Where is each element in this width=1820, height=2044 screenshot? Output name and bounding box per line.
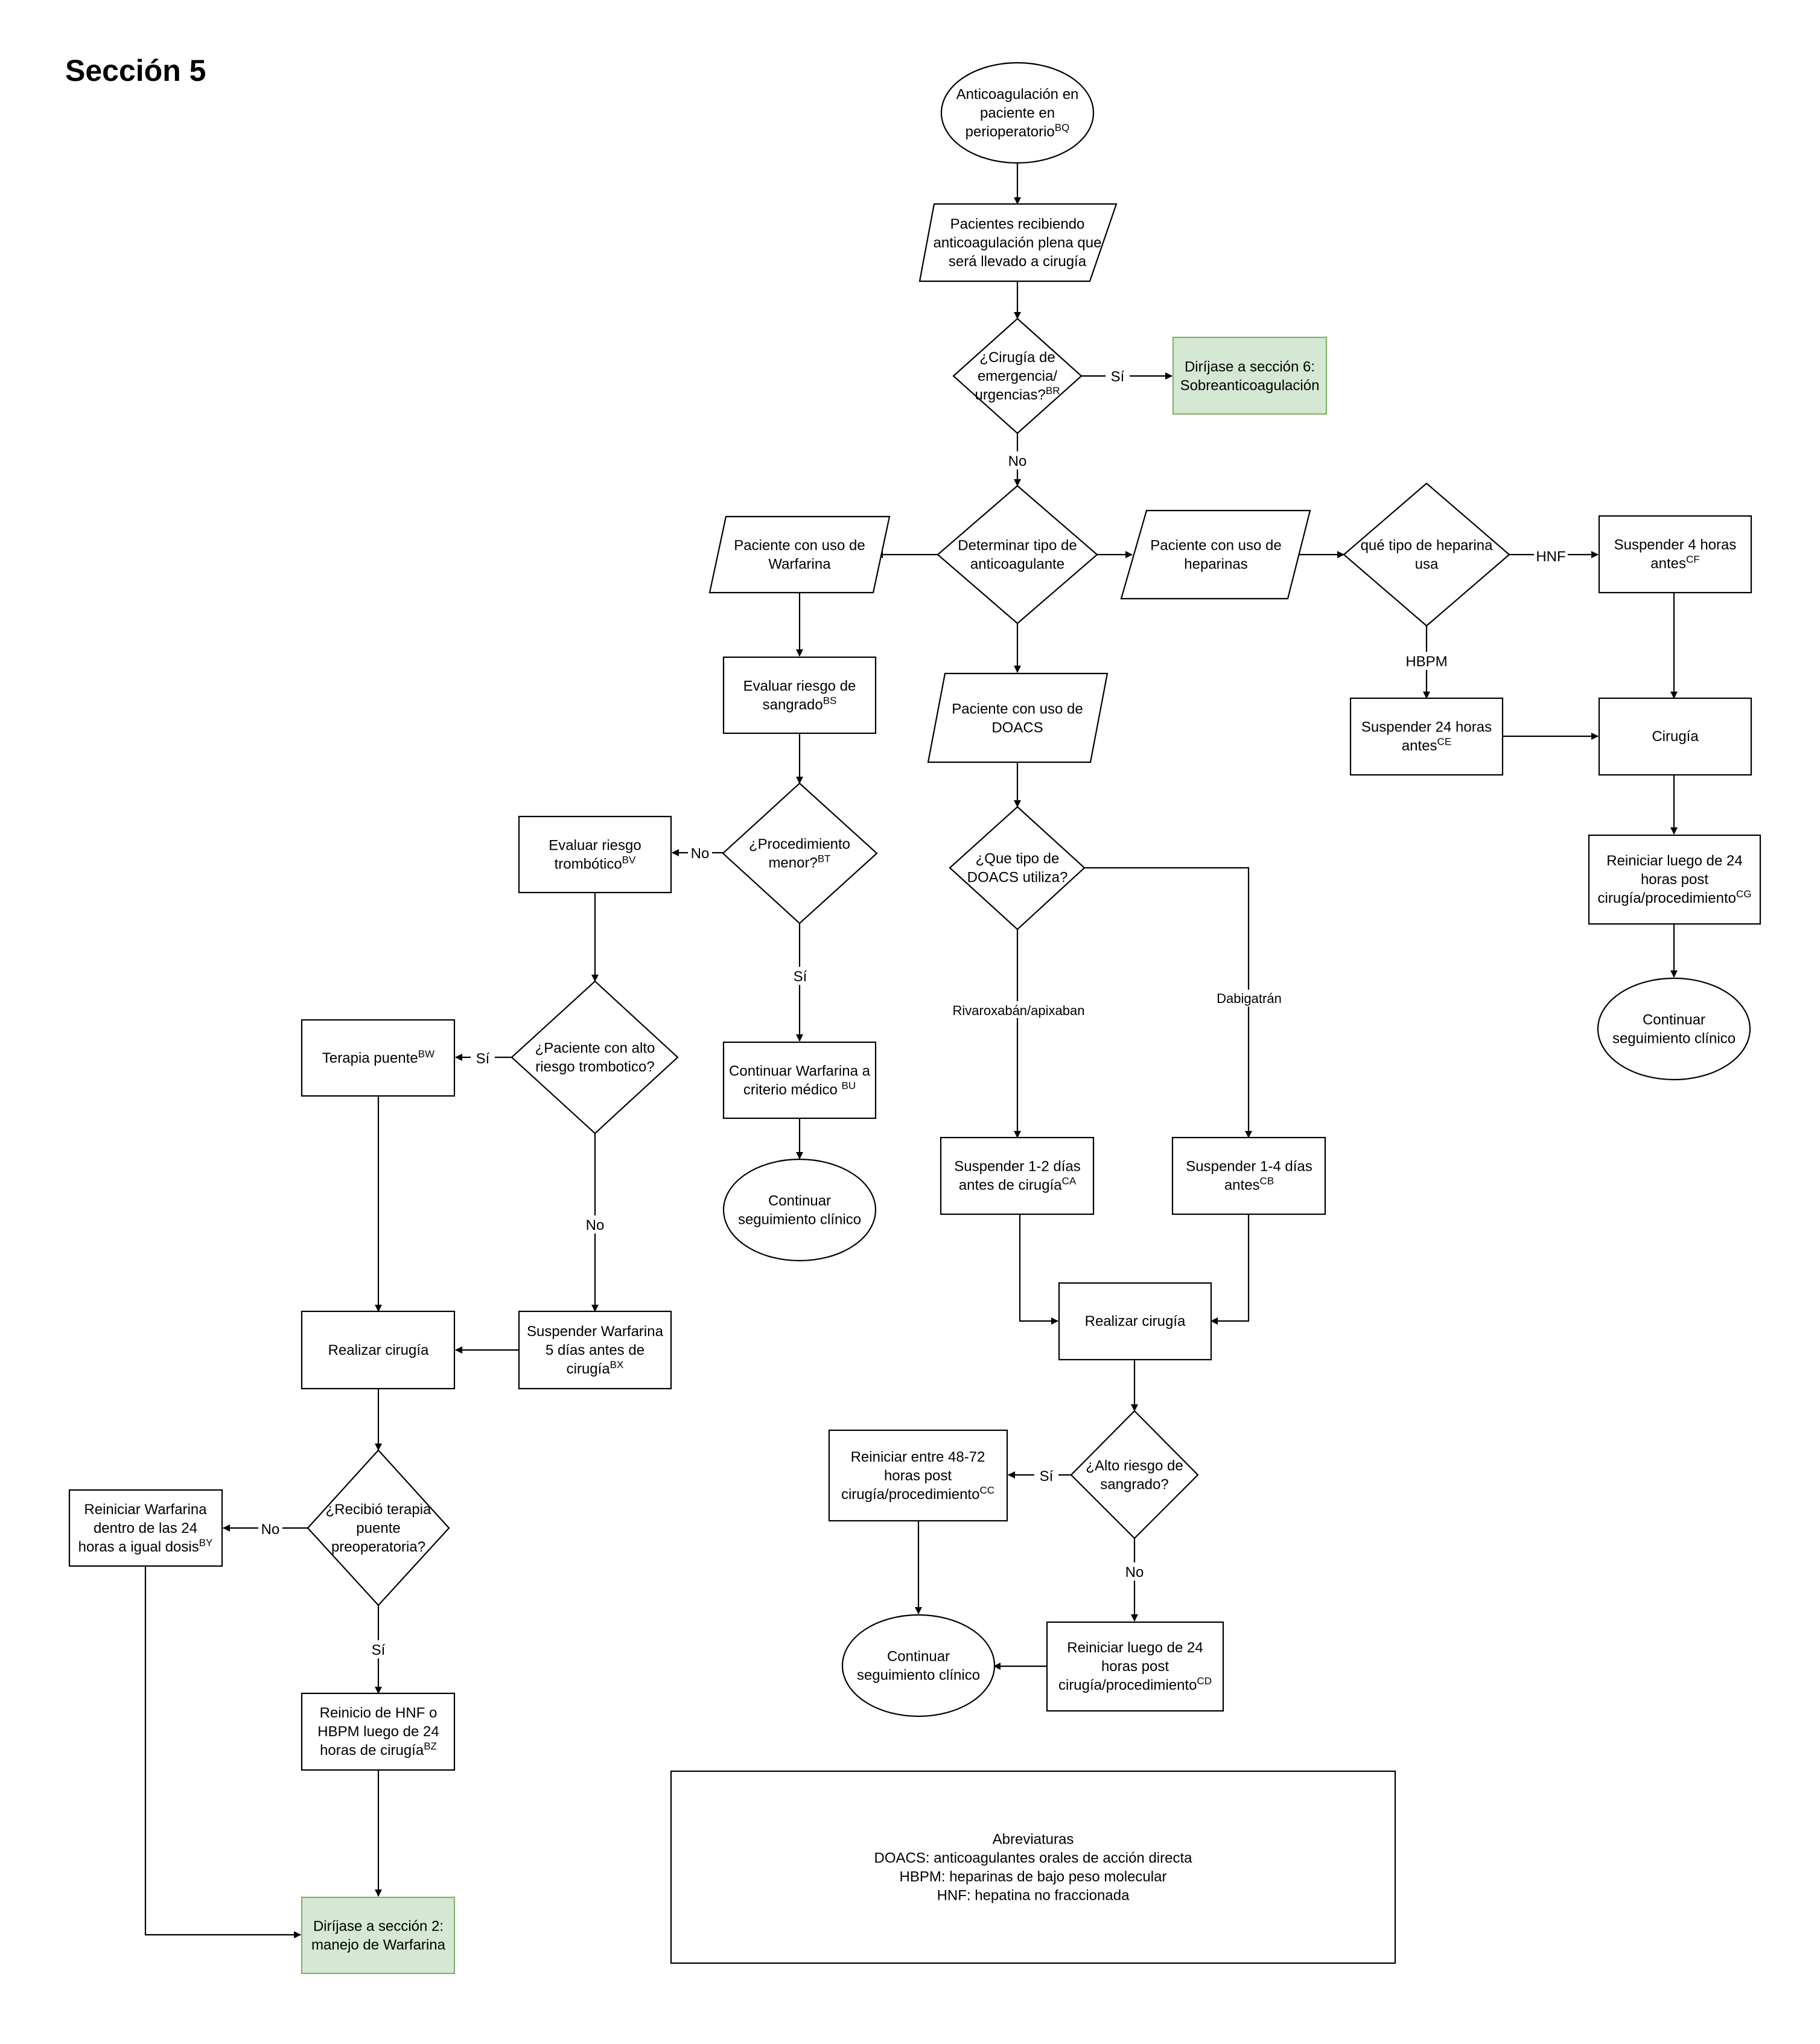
- edge-label-si-sangrado: Sí: [1040, 1468, 1054, 1485]
- edge-label-no-sangrado: No: [1125, 1564, 1144, 1581]
- alto-sangrado-diamond: [1070, 1410, 1199, 1539]
- edge-label-si-trombotico: Sí: [476, 1051, 490, 1067]
- continuar-warf-box: [722, 1041, 877, 1119]
- reiniciar24-hep-box: [1588, 834, 1761, 925]
- shapes: [68, 62, 1761, 1975]
- proc-menor-diamond: [722, 782, 878, 925]
- realizar-cir-doacs-box: [1058, 1282, 1212, 1361]
- heparinas-parallelogram: [1120, 509, 1311, 600]
- doacs-parallelogram: [927, 672, 1109, 763]
- edge-label-no-trombotico: No: [586, 1217, 605, 1234]
- edge-label-si-emerg: Sí: [1111, 369, 1125, 385]
- edge-label-no-puente: No: [261, 1521, 280, 1538]
- continuar-hep-ellipse: [1597, 977, 1751, 1081]
- abreviaturas-box: [670, 1770, 1396, 1964]
- tipo-doacs-diamond: [949, 806, 1086, 931]
- reiniciar24-doacs-box: [1046, 1621, 1224, 1712]
- evaluar-sangrado-box: [722, 656, 877, 734]
- determinar-diamond: [937, 485, 1098, 625]
- reiniciar-warf-box: [68, 1489, 223, 1567]
- realizar-cir-warf-box: [301, 1310, 456, 1390]
- edge-susp14-realizar: [1211, 1214, 1250, 1325]
- warfarina-parallelogram: [708, 515, 891, 594]
- cirugia-emergencia-diamond: [952, 317, 1083, 435]
- tipo-heparina-diamond: [1343, 482, 1510, 627]
- edge-label-si-puente: Sí: [372, 1642, 386, 1658]
- susp-warf5-box: [518, 1310, 672, 1390]
- pacientes-parallelogram: [918, 203, 1118, 282]
- seccion6-label: Diríjase a sección 6:Sobreanticoagulació…: [1180, 359, 1320, 394]
- edge-label-rivaroxaban: Rivaroxabán/apixaban: [953, 1003, 1085, 1018]
- section-title: Sección 5: [65, 54, 206, 88]
- edge-label-no-menor: No: [691, 845, 710, 862]
- terapia-puente-box: [301, 1019, 456, 1097]
- susp4h-box: [1598, 515, 1752, 594]
- realizar-cir-doacs-label: Realizar cirugía: [1085, 1313, 1186, 1329]
- cirugia-hep-box: [1598, 697, 1752, 776]
- susp-1-4-box: [1171, 1136, 1326, 1215]
- edge-label-hnf: HNF: [1536, 549, 1565, 565]
- edge-label-hbpm: HBPM: [1405, 654, 1447, 670]
- edge-tipo-susp14: [1084, 867, 1252, 1138]
- alto-trombotico-diamond: [511, 980, 679, 1135]
- edge-reiniciarwarf-seccion2: [144, 1566, 301, 1938]
- start-ellipse: [940, 62, 1095, 164]
- reinicio-hnf-box: [301, 1692, 456, 1771]
- edge-susp12-realizar: [1019, 1214, 1058, 1325]
- cirugia-hep-label: Cirugía: [1652, 728, 1699, 745]
- seccion2-label: Diríjase a sección 2:manejo de Warfarina: [311, 1918, 446, 1953]
- reiniciar48-box: [828, 1429, 1008, 1522]
- evaluar-trombotico-box: [518, 815, 672, 894]
- susp24h-box: [1349, 697, 1504, 776]
- edge-labels: Sí No HNF HBPM No Sí Rivaroxabán/apixaba…: [258, 367, 1568, 1658]
- susp-1-2-box: [940, 1136, 1095, 1215]
- recibio-puente-diamond: [307, 1449, 450, 1606]
- realizar-cir-warf-label: Realizar cirugía: [328, 1342, 429, 1358]
- seccion2-box: [301, 1896, 456, 1975]
- terapia-puente-label: Terapia puenteBW: [322, 1048, 434, 1066]
- edge-label-dabigatran: Dabigatrán: [1217, 991, 1282, 1006]
- seccion6-box: [1172, 336, 1328, 415]
- continuar-doacs-ellipse: [841, 1614, 996, 1718]
- edge-label-no-emerg: No: [1008, 453, 1027, 470]
- edge-label-si-menor: Sí: [794, 969, 807, 985]
- continuar-warf-ellipse: [722, 1158, 877, 1262]
